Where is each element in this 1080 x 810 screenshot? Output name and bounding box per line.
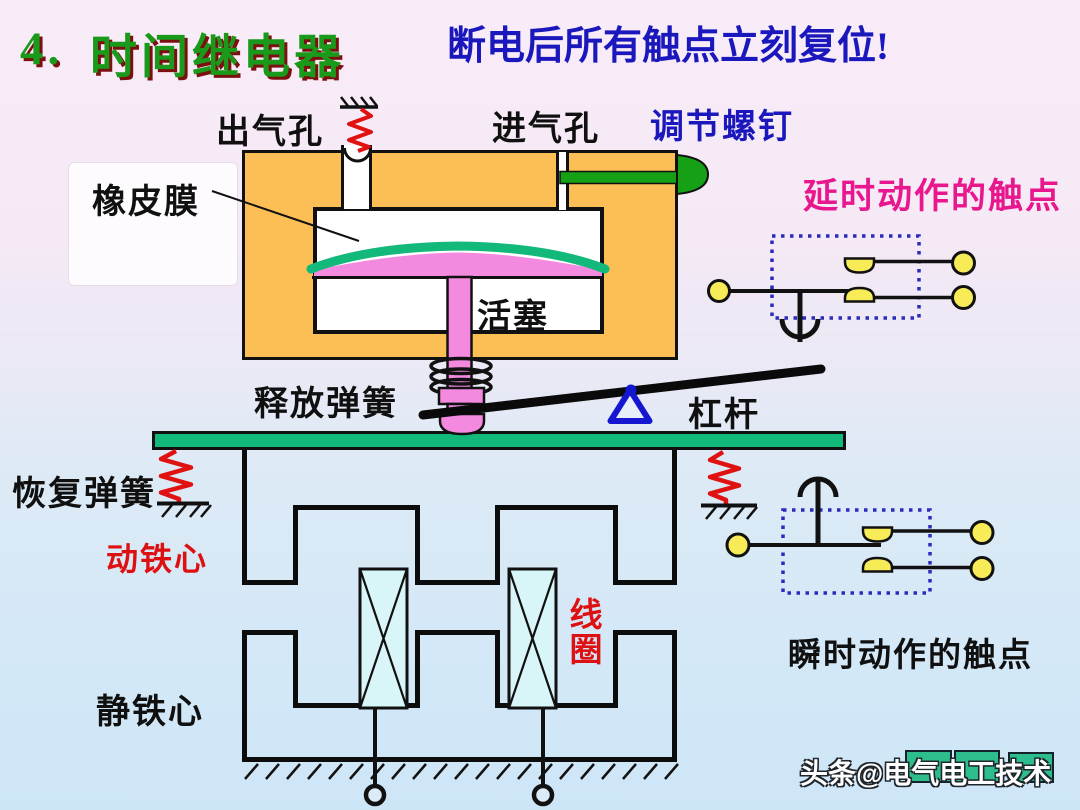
coil-cross-sections <box>358 567 558 807</box>
watermark-text: 头条@电气电工技术 <box>800 758 1052 789</box>
delayed-contact-symbol <box>707 234 976 342</box>
lever-and-fulcrum <box>418 364 826 424</box>
instantaneous-contact-symbol <box>725 476 995 595</box>
label-air-outlet: 出气孔 <box>216 114 324 151</box>
label-recovery-spring: 恢复弹簧 <box>12 476 156 513</box>
watermark-logo-block <box>905 750 952 783</box>
page-title: 时间继电器 <box>90 32 345 84</box>
label-coil: 线圈 <box>564 597 600 667</box>
armature-plate <box>152 431 846 450</box>
label-release-spring: 释放弹簧 <box>254 386 398 423</box>
label-rubber-membrane: 橡皮膜 <box>92 184 200 221</box>
label-adjusting-screw: 调节螺钉 <box>650 109 794 146</box>
label-moving-core: 动铁心 <box>106 541 209 577</box>
air-inlet-channel <box>556 152 569 210</box>
title-number: 4. <box>20 23 64 75</box>
label-lever: 杠杆 <box>688 397 760 434</box>
left-recovery-spring <box>157 449 212 518</box>
label-instantaneous-contacts: 瞬时动作的触点 <box>788 638 1033 674</box>
label-static-core: 静铁心 <box>96 694 204 731</box>
air-outlet-tube <box>341 145 372 209</box>
watermark: 头条@电气电工技术 <box>800 748 1070 792</box>
watermark-logo-block <box>954 750 1000 783</box>
ground-hatching <box>244 763 679 780</box>
label-air-inlet: 进气孔 <box>492 111 600 148</box>
rubber-membrane-callout-box <box>68 162 238 286</box>
right-recovery-spring <box>701 450 758 520</box>
air-chamber-cavity <box>313 207 604 334</box>
watermark-logo-block <box>1008 752 1054 783</box>
headline-note: 断电后所有触点立刻复位! <box>447 25 889 68</box>
label-delayed-contacts: 延时动作的触点 <box>803 177 1063 216</box>
label-piston: 活塞 <box>477 299 549 336</box>
static-core-outline <box>242 630 677 762</box>
moving-core-outline <box>242 450 677 585</box>
